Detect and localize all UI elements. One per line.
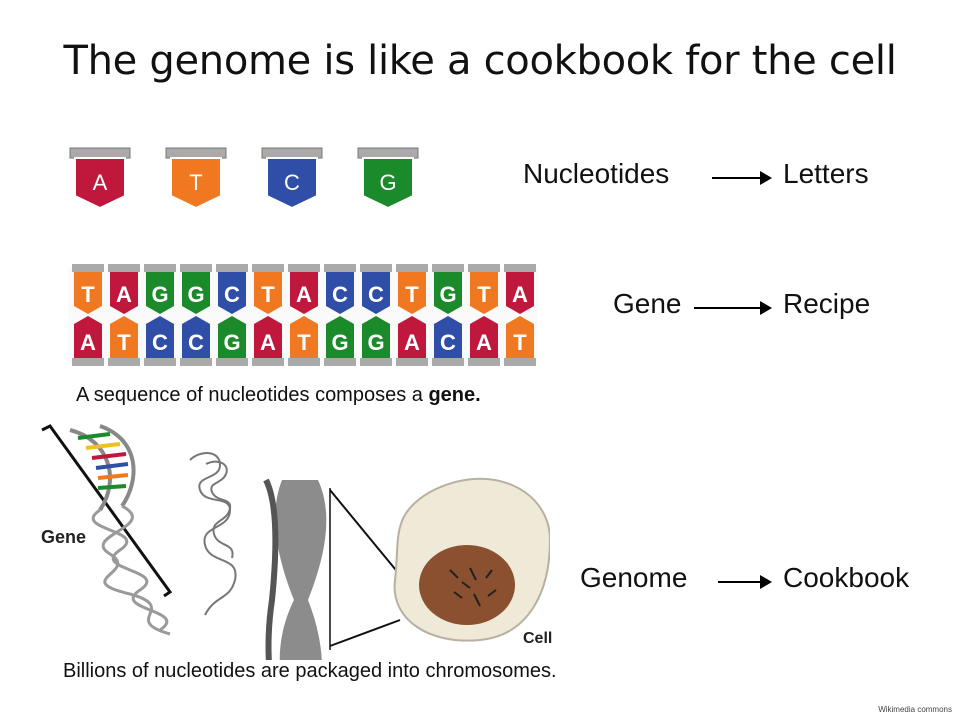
nucleotide-letter: G — [379, 170, 396, 195]
sequence-bottom-letter: G — [367, 330, 384, 355]
nucleotide-letter: A — [93, 170, 108, 195]
chromosome-icon — [263, 478, 401, 660]
mapping-recipe-label: Recipe — [783, 288, 871, 319]
sequence-pair: TA — [468, 264, 500, 366]
sequence-bottom-letter: C — [440, 330, 456, 355]
sequence-pair: AT — [288, 264, 320, 366]
nucleotide-letter: T — [189, 170, 202, 195]
arrow-icon — [712, 171, 772, 185]
sequence-pair: GC — [144, 264, 176, 366]
sequence-top-letter: C — [224, 282, 240, 307]
sequence-pair: GC — [180, 264, 212, 366]
sequence-top-letter: G — [439, 282, 456, 307]
sequence-pair: CG — [216, 264, 248, 366]
sequence-pair: AT — [108, 264, 140, 366]
sequence-bottom-letter: A — [404, 330, 420, 355]
caption-gene-bold: gene. — [428, 384, 481, 406]
caption-gene: A sequence of nucleotides composes a gen… — [76, 384, 481, 407]
sequence-bottom-letter: T — [297, 330, 311, 355]
sequence-pair: GC — [432, 264, 464, 366]
sequence-pair: TA — [252, 264, 284, 366]
sequence-bottom-letter: A — [80, 330, 96, 355]
cell-label: Cell — [523, 630, 553, 647]
gene-bracket — [41, 424, 173, 598]
gene-label: Gene — [41, 527, 87, 547]
sequence-bottom-letter: A — [260, 330, 276, 355]
caption-gene-text: A sequence of nucleotides composes a — [76, 384, 429, 406]
caption-chromosome: Billions of nucleotides are packaged int… — [63, 660, 557, 682]
sequence-pair: TA — [396, 264, 428, 366]
dna-colored-segment — [69, 424, 136, 512]
nucleotide-tile-C: C — [261, 147, 323, 210]
nucleotide-tile-T: T — [165, 147, 227, 210]
sequence-bottom-letter: C — [188, 330, 204, 355]
sequence-top-letter: C — [368, 282, 384, 307]
sequence-pair: AT — [504, 264, 536, 366]
nucleotide-letter: C — [284, 170, 300, 195]
sequence-top-letter: T — [81, 282, 95, 307]
arrow-icon — [694, 301, 772, 315]
sequence-top-letter: T — [261, 282, 275, 307]
mapping-letters-label: Letters — [783, 158, 869, 189]
sequence-top-letter: A — [296, 282, 312, 307]
sequence-pair: CG — [324, 264, 356, 366]
nucleotide-tile-G: G — [357, 147, 419, 210]
chromatin-coil — [189, 452, 237, 616]
mapping-cookbook-label: Cookbook — [783, 562, 910, 593]
sequence-top-letter: T — [477, 282, 491, 307]
sequence-top-letter: G — [187, 282, 204, 307]
sequence-top-letter: G — [151, 282, 168, 307]
dna-helix — [91, 504, 171, 636]
mapping-nucleotides-label: Nucleotides — [523, 158, 670, 189]
sequence-pair: TA — [72, 264, 104, 366]
nucleotide-tile-A: A — [69, 147, 131, 210]
sequence-top-letter: A — [512, 282, 528, 307]
sequence-top-letter: A — [116, 282, 132, 307]
sequence-pair: CG — [360, 264, 392, 366]
sequence-top-letter: C — [332, 282, 348, 307]
slide-title: The genome is like a cookbook for the ce… — [63, 38, 897, 84]
image-credit: Wikimedia commons — [878, 705, 952, 714]
sequence-bottom-letter: A — [476, 330, 492, 355]
sequence-bottom-letter: T — [513, 330, 527, 355]
mapping-gene-label: Gene — [613, 288, 682, 319]
sequence-bottom-letter: T — [117, 330, 131, 355]
sequence-top-letter: T — [405, 282, 419, 307]
cell-icon — [393, 477, 550, 642]
sequence-bottom-letter: C — [152, 330, 168, 355]
dna-chromosome-cell-illustration — [41, 424, 550, 660]
sequence-bottom-letter: G — [331, 330, 348, 355]
arrow-icon — [718, 575, 772, 589]
sequence-bottom-letter: G — [223, 330, 240, 355]
mapping-genome-label: Genome — [580, 562, 688, 593]
